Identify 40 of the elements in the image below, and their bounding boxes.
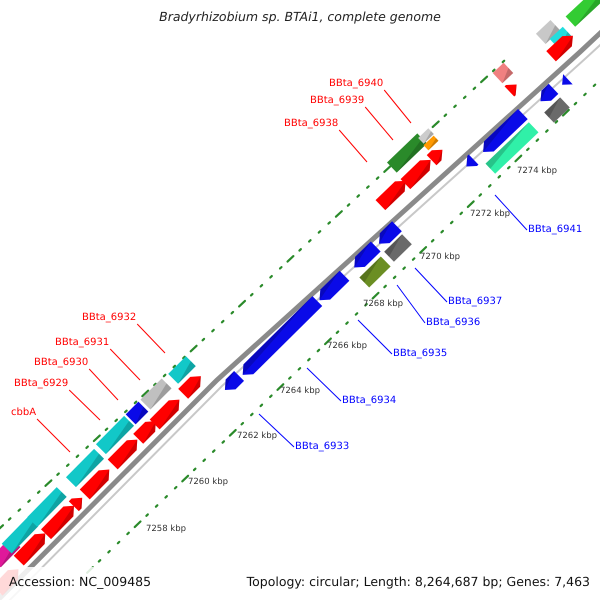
- gene-label: cbbA: [11, 407, 36, 418]
- gene-label: BBta_6933: [295, 441, 350, 452]
- gene-label: BBta_6935: [393, 348, 448, 359]
- scale-label: 7264 kbp: [280, 386, 320, 396]
- gene-label: BBta_6938: [284, 118, 338, 129]
- gene-label: BBta_6939: [310, 95, 364, 106]
- gene-label: BBta_6941: [528, 224, 582, 235]
- gene-label: BBta_6936: [426, 317, 480, 328]
- leader-line: [136, 324, 166, 354]
- leader-line: [396, 284, 426, 324]
- scale-label: 7262 kbp: [236, 431, 278, 441]
- gene-label: BBta_6930: [34, 357, 88, 368]
- accession-text: Accession: NC_009485: [9, 574, 152, 589]
- leader-line: [258, 414, 294, 448]
- leader-line: [338, 130, 368, 162]
- leader-line: [110, 348, 140, 380]
- leader-line: [384, 90, 412, 124]
- gene-label: BBta_6934: [342, 395, 396, 406]
- genome-info-text: Topology: circular; Length: 8,264,687 bp; Genes: 7,463: [246, 574, 590, 589]
- scale-label: 7272 kbp: [470, 209, 510, 219]
- scale-label: 7258 kbp: [146, 524, 186, 534]
- scale-label: 7266 kbp: [326, 341, 368, 351]
- leader-line: [358, 320, 392, 354]
- gene-label: BBta_6937: [448, 296, 502, 307]
- leader-line: [88, 368, 118, 400]
- leader-line: [36, 418, 70, 452]
- leader-line: [414, 268, 448, 302]
- leader-line: [494, 194, 528, 230]
- leader-line: [364, 106, 394, 140]
- scale-label: 7270 kbp: [420, 252, 460, 262]
- scale-label: 7268 kbp: [362, 299, 404, 309]
- gene-label: BBta_6929: [14, 378, 68, 389]
- gene-label: BBta_6931: [55, 337, 110, 348]
- scale-label: 7260 kbp: [188, 477, 228, 487]
- gene-label: BBta_6940: [329, 78, 384, 89]
- leader-line: [306, 368, 342, 402]
- leader-line: [68, 390, 100, 420]
- gene-label: BBta_6932: [82, 312, 136, 323]
- scale-label: 7274 kbp: [516, 166, 558, 176]
- map-title: Bradyrhizobium sp. BTAi1, complete genome: [158, 9, 442, 24]
